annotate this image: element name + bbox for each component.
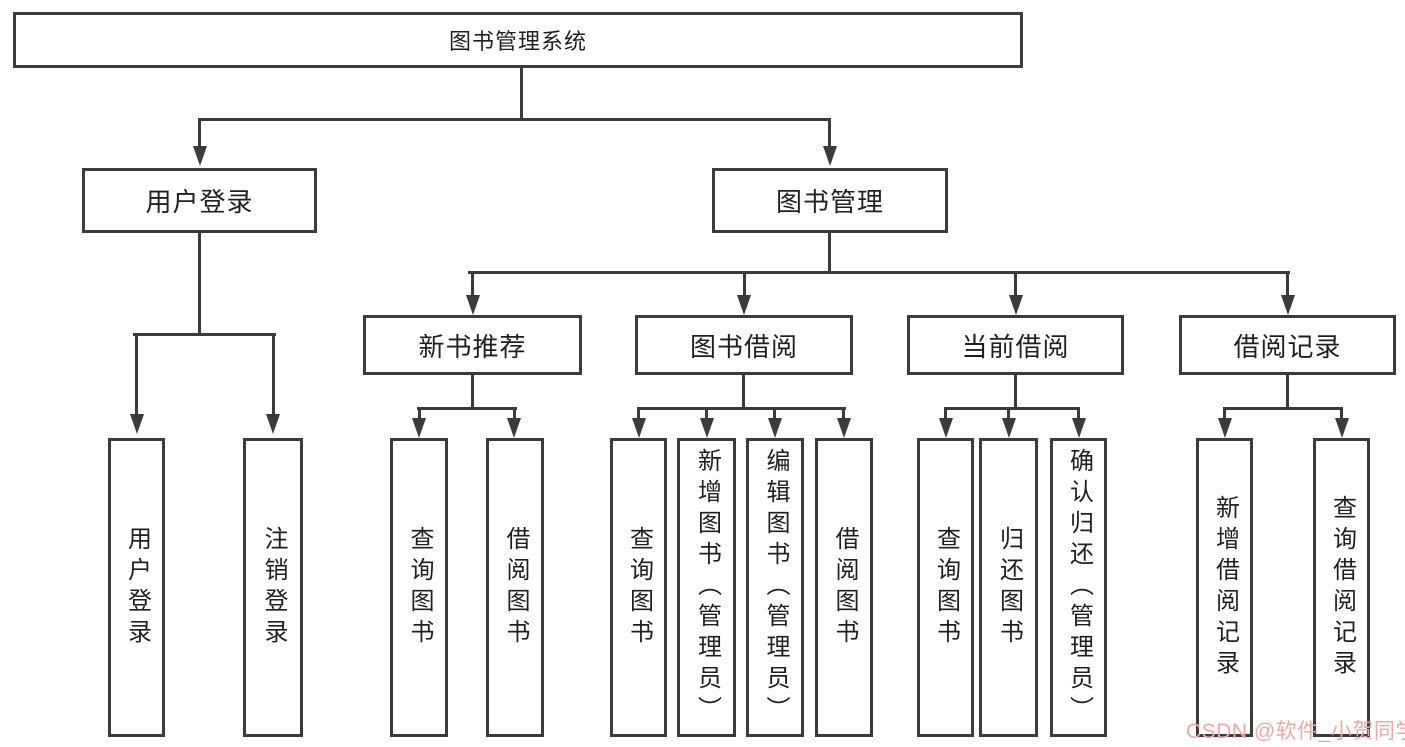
connector-line [1014,375,1017,407]
connector-line [133,333,276,336]
connector-line [637,410,640,418]
connector-line [742,375,745,407]
connector-line [1223,410,1226,418]
connector-line [637,407,846,410]
arrow-down-icon [737,295,751,315]
arrow-down-icon [768,418,782,438]
leaf-borrowing-edit-books-admin: 编辑图书（管理员） [746,438,804,737]
arrow-down-icon [632,418,646,438]
connector-line [198,233,201,336]
connector-line [417,407,517,410]
node-user-login: 用户登录 [82,168,317,233]
connector-line [1286,375,1289,407]
node-book-borrowing: 图书借阅 [635,315,853,375]
connector-line [1286,274,1289,295]
node-current-borrowing: 当前借阅 [907,315,1124,375]
leaf-logout: 注销登录 [243,438,303,737]
connector-line [842,410,845,418]
connector-line [520,68,523,121]
arrow-down-icon [1335,418,1349,438]
connector-line [471,274,474,295]
node-library-system: 图书管理系统 [13,12,1023,68]
connector-line [272,336,275,414]
arrow-down-icon [1002,418,1016,438]
node-new-book-recommendation: 新书推荐 [363,315,582,375]
leaf-current-confirm-return-admin: 确认归还（管理员） [1050,438,1107,737]
arrow-down-icon [507,418,521,438]
arrow-down-icon [1218,418,1232,438]
arrow-down-icon [412,418,426,438]
connector-line [1014,274,1017,295]
connector-line [944,407,1080,410]
connector-line [828,233,831,274]
arrow-down-icon [939,418,953,438]
connector-line [1340,410,1343,418]
connector-line [418,410,421,418]
connector-line [743,274,746,295]
leaf-borrowing-borrow-books: 借阅图书 [815,438,873,737]
node-book-management: 图书管理 [712,168,948,233]
leaf-recommend-borrow-books: 借阅图书 [486,438,544,737]
leaf-records-query-borrow-record: 查询借阅记录 [1313,438,1370,737]
arrow-down-icon [130,414,144,434]
connector-line [1007,410,1010,418]
connector-line [135,336,138,414]
leaf-borrowing-query-books: 查询图书 [610,438,667,737]
connector-line [1223,407,1343,410]
arrow-down-icon [466,295,480,315]
connector-line [1077,410,1080,418]
arrow-down-icon [823,146,837,166]
connector-line [773,410,776,418]
watermark: CSDN @软件_小贺同学 [1186,720,1405,743]
leaf-records-add-borrow-record: 新增借阅记录 [1196,438,1253,737]
connector-line [705,410,708,418]
leaf-user-login: 用户登录 [108,438,165,737]
leaf-borrowing-add-books-admin: 新增图书（管理员） [677,438,736,737]
connector-line [513,410,516,418]
connector-line [828,121,831,146]
arrow-down-icon [700,418,714,438]
arrow-down-icon [193,146,207,166]
connector-line [198,121,201,146]
leaf-recommend-query-books: 查询图书 [390,438,448,737]
arrow-down-icon [1072,418,1086,438]
arrow-down-icon [837,418,851,438]
node-borrowing-records: 借阅记录 [1179,315,1396,375]
connector-line [471,375,474,407]
leaf-current-query-books: 查询图书 [917,438,974,737]
connector-line [468,271,1290,274]
arrow-down-icon [1009,295,1023,315]
connector-line [198,118,831,121]
leaf-current-return-books: 归还图书 [979,438,1038,737]
connector-line [944,410,947,418]
arrow-down-icon [266,414,280,434]
arrow-down-icon [1281,295,1295,315]
